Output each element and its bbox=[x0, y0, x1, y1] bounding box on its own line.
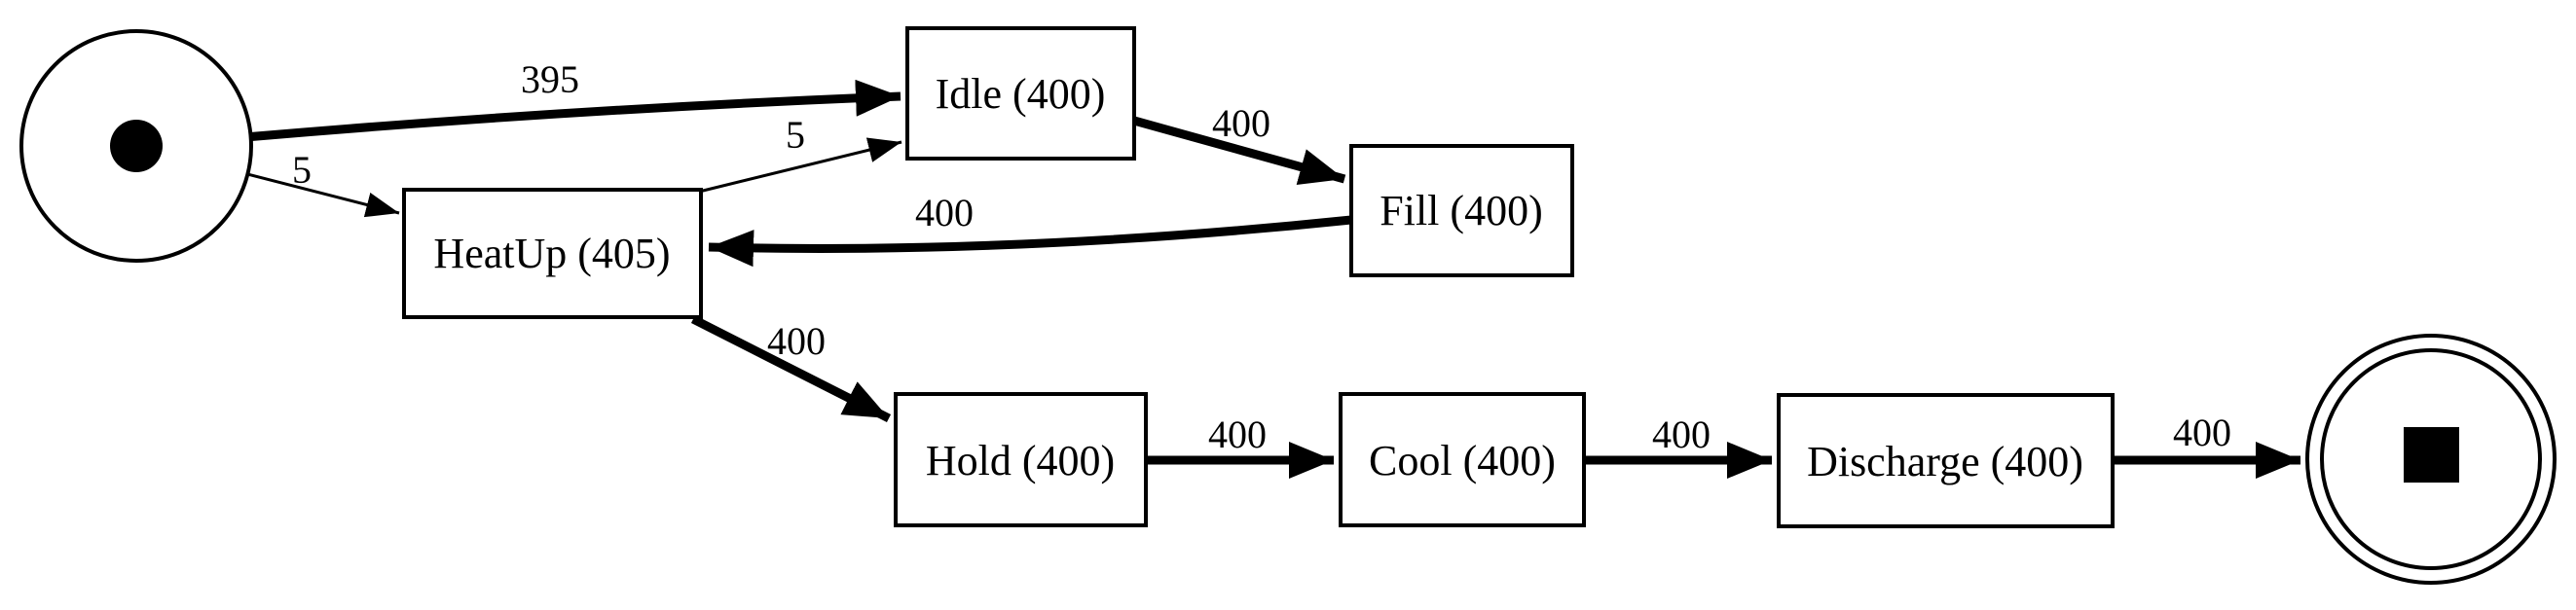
edge-label-start-heatup: 5 bbox=[292, 148, 312, 192]
nodes-layer: Idle (400) Fill (400) HeatUp (405) Hold … bbox=[19, 26, 2557, 585]
activity-box-heatup bbox=[402, 188, 703, 319]
edge-label-fill-heatup: 400 bbox=[915, 191, 974, 234]
edge-label-idle-fill: 400 bbox=[1212, 101, 1270, 145]
edges-layer: 395 5 5 400 400 400 400 400 400 bbox=[244, 57, 2300, 479]
activity-label-discharge: Discharge (400) bbox=[1807, 438, 2083, 485]
edge-label-heatup-hold: 400 bbox=[767, 319, 826, 363]
activity-label-cool: Cool (400) bbox=[1369, 437, 1556, 484]
edge-label-discharge-end: 400 bbox=[2173, 411, 2231, 454]
activity-box-hold bbox=[894, 392, 1148, 527]
end-node bbox=[2305, 334, 2557, 585]
edge-label-start-idle: 395 bbox=[521, 57, 579, 101]
activity-node-discharge: Discharge (400) bbox=[1777, 393, 2115, 528]
activity-box-fill bbox=[1349, 144, 1574, 277]
activity-box-cool bbox=[1339, 392, 1586, 527]
activity-node-heatup: HeatUp (405) bbox=[402, 188, 703, 319]
activity-label-hold: Hold (400) bbox=[926, 437, 1115, 484]
activity-node-hold: Hold (400) bbox=[894, 392, 1148, 527]
activity-node-idle: Idle (400) bbox=[905, 26, 1136, 161]
activity-label-fill: Fill (400) bbox=[1380, 187, 1542, 234]
activity-node-fill: Fill (400) bbox=[1349, 144, 1574, 277]
start-node bbox=[19, 29, 253, 263]
activity-box-discharge bbox=[1777, 393, 2115, 528]
edge-idle-fill bbox=[1132, 116, 1346, 185]
start-token-dot-icon bbox=[110, 120, 163, 172]
activity-label-idle: Idle (400) bbox=[936, 70, 1106, 118]
edge-label-cool-discharge: 400 bbox=[1652, 413, 1711, 456]
edge-start-idle bbox=[244, 79, 902, 142]
edge-heatup-idle bbox=[698, 137, 902, 194]
edge-label-heatup-idle: 5 bbox=[786, 113, 805, 157]
edge-label-hold-cool: 400 bbox=[1208, 413, 1267, 456]
edge-fill-heatup bbox=[708, 215, 1352, 268]
edge-start-heatup bbox=[246, 172, 400, 218]
activity-box-idle bbox=[905, 26, 1136, 161]
end-square-icon bbox=[2404, 427, 2459, 483]
edge-heatup-hold bbox=[690, 314, 892, 423]
activity-node-cool: Cool (400) bbox=[1339, 392, 1586, 527]
activity-label-heatup: HeatUp (405) bbox=[433, 230, 670, 277]
